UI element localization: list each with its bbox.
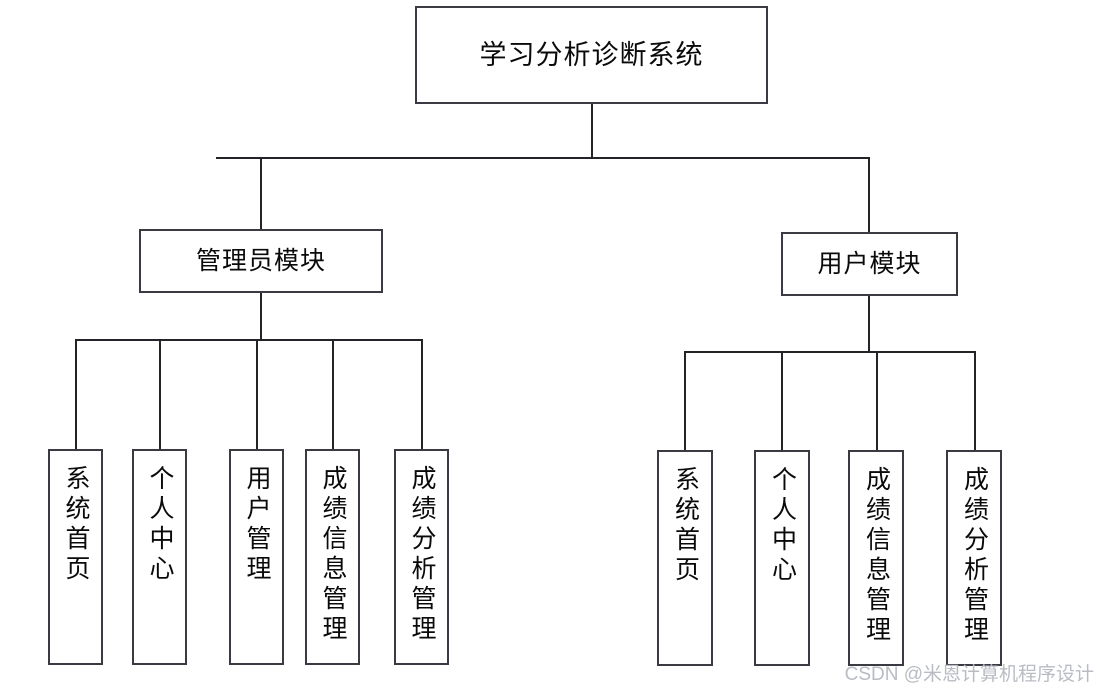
- connector-root-stem: [591, 103, 593, 159]
- node-user-home-label: 系统首页: [671, 466, 700, 586]
- node-user-personal-center[interactable]: 个人中心: [754, 450, 810, 666]
- connector-to-admin-personal-center: [159, 339, 161, 450]
- connector-admin-module-stem: [260, 292, 262, 341]
- connector-to-user-personal-center: [781, 351, 783, 451]
- node-user-score-analysis[interactable]: 成绩分析管理: [946, 450, 1002, 666]
- node-admin-home-label: 系统首页: [62, 465, 90, 585]
- connector-admin-children-bus: [75, 339, 422, 341]
- node-admin-home[interactable]: 系统首页: [48, 449, 103, 665]
- node-user-personal-center-label: 个人中心: [768, 466, 797, 586]
- connector-to-admin-module: [260, 157, 262, 229]
- node-user-module-label: 用户模块: [817, 249, 922, 278]
- node-admin-score-info-label: 成绩信息管理: [319, 465, 347, 645]
- connector-to-user-module: [868, 157, 870, 232]
- watermark-text: CSDN @米恩计算机程序设计: [844, 664, 1094, 685]
- connector-to-user-home: [684, 351, 686, 451]
- node-admin-score-analysis[interactable]: 成绩分析管理: [394, 449, 449, 665]
- node-user-score-info-label: 成绩信息管理: [862, 466, 891, 646]
- connector-to-admin-score-info: [332, 339, 334, 450]
- node-user-score-info[interactable]: 成绩信息管理: [848, 450, 904, 666]
- connector-to-admin-score-analysis: [421, 339, 423, 450]
- connector-user-children-bus: [684, 351, 975, 353]
- connector-user-module-stem: [868, 296, 870, 352]
- node-admin-score-info[interactable]: 成绩信息管理: [305, 449, 360, 665]
- node-user-score-analysis-label: 成绩分析管理: [960, 466, 989, 646]
- node-admin-personal-center-label: 个人中心: [146, 465, 174, 585]
- connector-level1-bus: [216, 157, 870, 159]
- connector-to-user-score-analysis: [974, 351, 976, 451]
- connector-to-admin-home: [75, 339, 77, 450]
- node-admin-user-management[interactable]: 用户管理: [229, 449, 284, 665]
- node-root[interactable]: 学习分析诊断系统: [415, 6, 768, 104]
- node-admin-score-analysis-label: 成绩分析管理: [408, 465, 436, 645]
- connector-to-user-score-info: [876, 351, 878, 451]
- node-admin-personal-center[interactable]: 个人中心: [132, 449, 187, 665]
- node-admin-module-label: 管理员模块: [195, 246, 326, 275]
- node-user-home[interactable]: 系统首页: [657, 450, 713, 666]
- connector-to-admin-user-management: [256, 339, 258, 450]
- node-admin-user-management-label: 用户管理: [243, 465, 271, 585]
- node-root-label: 学习分析诊断系统: [479, 39, 704, 70]
- node-user-module[interactable]: 用户模块: [781, 232, 958, 296]
- node-admin-module[interactable]: 管理员模块: [139, 229, 383, 293]
